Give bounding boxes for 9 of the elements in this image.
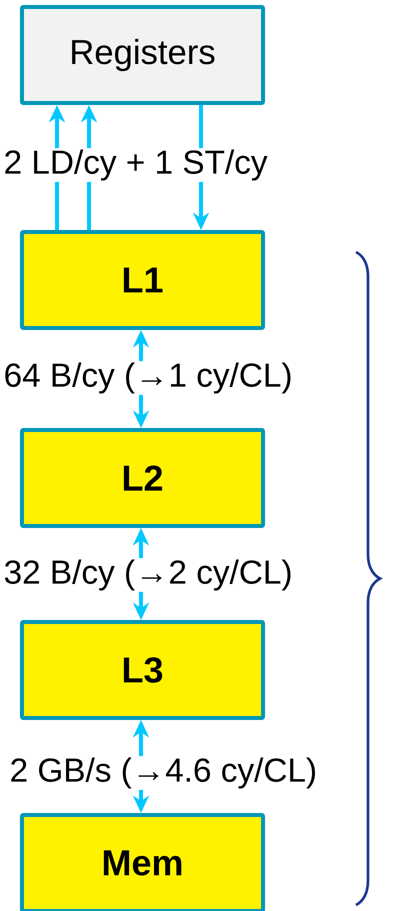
- cache-level-box: L3: [20, 620, 266, 720]
- bandwidth-label: 2 LD/cy + 1 ST/cy: [2, 148, 269, 182]
- cache-level-box: L1: [20, 230, 266, 330]
- edge-label: 2 GB/s (→4.6 cy/CL): [8, 756, 318, 790]
- edge-label: 32 B/cy (→2 cy/CL): [2, 558, 294, 592]
- cache-level-box: L2: [20, 428, 266, 528]
- register-box: Registers: [20, 5, 266, 105]
- cache-level-box: Mem: [20, 813, 266, 911]
- edge-label: 64 B/cy (→1 cy/CL): [2, 361, 294, 395]
